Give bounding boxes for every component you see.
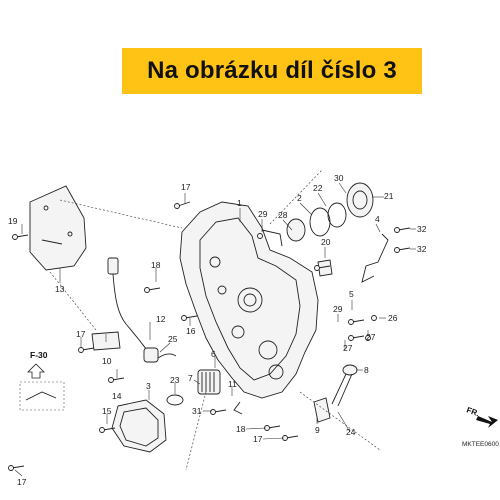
callout-31: 31 bbox=[192, 406, 202, 416]
callout-5: 5 bbox=[349, 289, 354, 299]
callout-labels: 17 1 29 28 2 22 30 21 19 4 32 32 20 13 1… bbox=[8, 173, 427, 487]
dipstick-drawing bbox=[331, 364, 358, 407]
callout-15: 15 bbox=[102, 406, 112, 416]
bolt-drawings bbox=[8, 201, 411, 471]
callout-27-left: 27 bbox=[343, 343, 353, 353]
callout-18-upper: 18 bbox=[151, 260, 161, 270]
callout-9: 9 bbox=[315, 425, 320, 435]
cover-plate-drawing bbox=[29, 185, 87, 271]
cover-part-3-drawing bbox=[111, 399, 167, 453]
callout-10: 10 bbox=[102, 356, 112, 366]
callout-17-corner: 17 bbox=[17, 477, 27, 487]
plate-drawing bbox=[313, 397, 331, 423]
callout-17-bottom: 17 bbox=[253, 434, 263, 444]
callout-18-lower: 18 bbox=[236, 424, 246, 434]
callout-3: 3 bbox=[146, 381, 151, 391]
callout-11: 11 bbox=[228, 379, 237, 389]
callout-6: 6 bbox=[211, 349, 216, 359]
callout-1: 1 bbox=[237, 198, 242, 208]
callout-25: 25 bbox=[168, 334, 178, 344]
fr-label: FR. bbox=[465, 405, 480, 418]
callout-2: 2 bbox=[297, 193, 302, 203]
callout-20: 20 bbox=[321, 237, 331, 247]
bearing-stack-drawing bbox=[286, 182, 374, 277]
callout-14: 14 bbox=[112, 391, 122, 401]
oil-filter-drawing bbox=[197, 369, 221, 395]
front-direction-marker: FR. bbox=[465, 405, 498, 428]
drawing-code: MKTEE0600 bbox=[462, 441, 499, 448]
callout-23: 23 bbox=[170, 375, 180, 385]
f30-frame bbox=[19, 381, 65, 411]
callout-21: 21 bbox=[384, 191, 394, 201]
callout-32-lower: 32 bbox=[417, 244, 427, 254]
callout-19: 19 bbox=[8, 216, 18, 226]
callout-29-lower: 29 bbox=[333, 304, 343, 314]
front-arrow-icon bbox=[476, 416, 498, 428]
callout-17: 17 bbox=[181, 182, 191, 192]
leader-lines bbox=[14, 169, 416, 477]
callout-13: 13 bbox=[55, 284, 65, 294]
up-arrow-icon bbox=[27, 363, 45, 379]
sensor-wire-drawing bbox=[107, 257, 177, 363]
callout-4: 4 bbox=[375, 214, 380, 224]
callout-22: 22 bbox=[313, 183, 323, 193]
f30-bracket-drawing bbox=[25, 391, 57, 401]
callout-29: 29 bbox=[258, 209, 268, 219]
callout-28: 28 bbox=[278, 210, 288, 220]
callout-30: 30 bbox=[334, 173, 344, 183]
o-ring-drawing bbox=[166, 394, 184, 406]
f30-label: F-30 bbox=[30, 350, 48, 360]
f30-reference: F-30 bbox=[19, 350, 65, 411]
callout-8: 8 bbox=[364, 365, 369, 375]
banner-text: Na obrázku díl číslo 3 bbox=[147, 57, 397, 84]
callout-12: 12 bbox=[156, 314, 166, 324]
part-number-banner: Na obrázku díl číslo 3 bbox=[122, 48, 422, 94]
callout-27-right: 27 bbox=[366, 332, 376, 342]
lever-bracket-drawing bbox=[361, 233, 389, 283]
callout-17-left: 17 bbox=[76, 329, 86, 339]
callout-26: 26 bbox=[388, 313, 398, 323]
callout-32-upper: 32 bbox=[417, 224, 427, 234]
crankcase-cover-drawing bbox=[179, 201, 319, 399]
callout-24: 24 bbox=[346, 427, 356, 437]
callout-16: 16 bbox=[186, 326, 196, 336]
callout-7: 7 bbox=[188, 373, 193, 383]
